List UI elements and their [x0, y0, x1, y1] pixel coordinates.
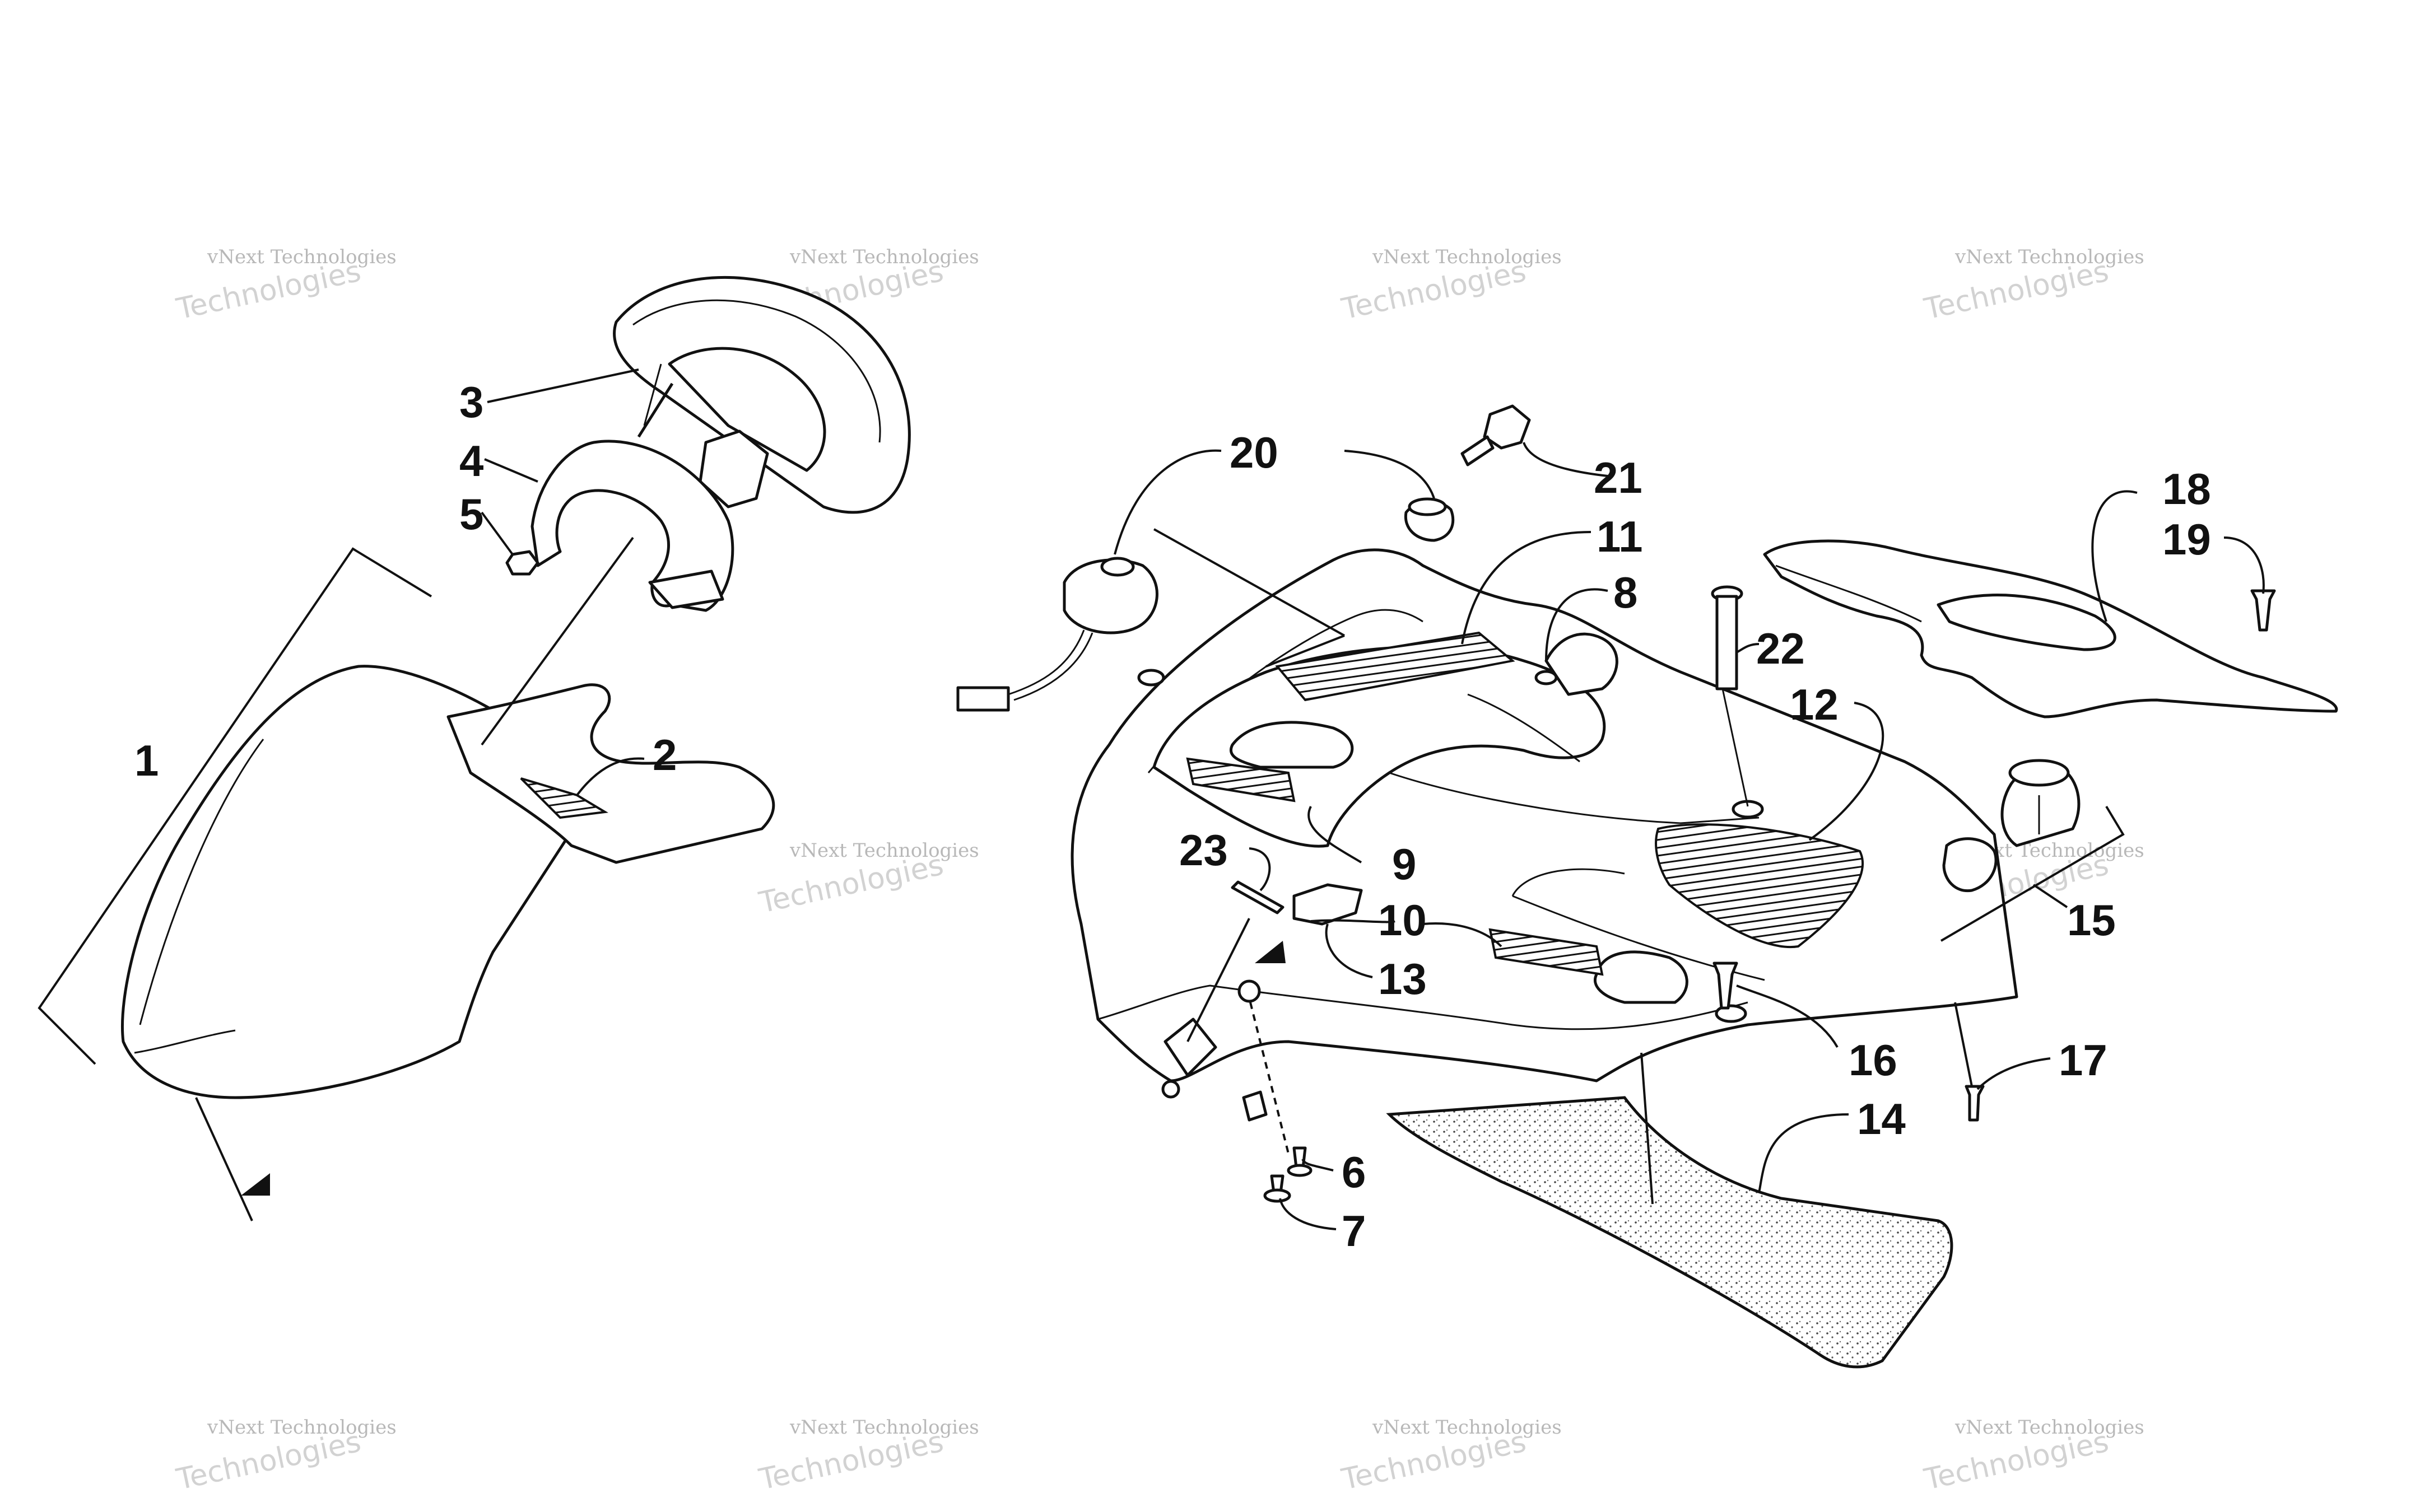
- callout-7: 7: [1342, 1206, 1366, 1256]
- leader-line: [1422, 922, 1502, 948]
- callout-22: 22: [1756, 624, 1805, 673]
- callout-10: 10: [1378, 895, 1427, 945]
- svg-text:vNext Technologies: vNext Technologies: [1372, 1416, 1562, 1439]
- callout-19: 19: [2162, 515, 2211, 564]
- screw-19: [2250, 589, 2276, 632]
- ignition-key: [1460, 404, 1531, 466]
- leader-line: [1301, 1158, 1334, 1172]
- leader-line: [1976, 1057, 2051, 1090]
- long-bolt: [1711, 585, 1749, 807]
- leader-line: [481, 536, 634, 746]
- power-socket: [1942, 759, 2081, 893]
- leader-line: [1808, 702, 1884, 841]
- leader-line: [1249, 1002, 1290, 1154]
- callout-9: 9: [1392, 839, 1416, 889]
- seat-foam: [1386, 1096, 1953, 1369]
- leader-line: [1114, 449, 1222, 555]
- watermark: vNext Technologies Technologies: [1338, 246, 1562, 326]
- leader-line: [1461, 531, 1591, 645]
- svg-text:vNext Technologies: vNext Technologies: [1954, 1416, 2144, 1439]
- leader-line: [1153, 528, 1345, 637]
- callout-2: 2: [653, 730, 677, 780]
- leader-line: [1265, 634, 1345, 668]
- watermark: vNext Technologies Technologies: [173, 1416, 397, 1497]
- callout-20: 20: [1230, 428, 1278, 477]
- svg-text:vNext Technologies: vNext Technologies: [207, 246, 397, 268]
- leader-line: [484, 458, 538, 483]
- svg-text:vNext Technologies: vNext Technologies: [789, 1416, 979, 1439]
- direction-arrow: [1255, 941, 1286, 963]
- stud: [637, 382, 674, 438]
- callout-4: 4: [459, 436, 483, 486]
- decal-11: [1275, 631, 1515, 702]
- badge: [1292, 883, 1363, 926]
- leader-line: [1640, 1052, 1654, 1205]
- leader-line: [1310, 919, 1395, 923]
- leader-line: [481, 511, 514, 556]
- watermark: vNext Technologies Technologies: [1921, 246, 2144, 326]
- leader-line: [576, 757, 645, 796]
- bolt-17: [1965, 1085, 1985, 1122]
- gauge-housing: [613, 276, 911, 514]
- leader-line: [1307, 806, 1362, 864]
- decal-9: [1186, 757, 1296, 802]
- leader-line: [1325, 923, 1373, 978]
- svg-text:vNext Technologies: vNext Technologies: [789, 246, 979, 268]
- watermark: vNext Technologies Technologies: [1921, 1416, 2144, 1497]
- svg-text:vNext Technologies: vNext Technologies: [789, 839, 979, 862]
- leader-line: [2032, 884, 2068, 908]
- leader-line: [1758, 1113, 1849, 1193]
- leader-line: [1344, 450, 1435, 499]
- watermark: vNext Technologies Technologies: [756, 839, 979, 920]
- watermark: vNext Technologies Technologies: [173, 246, 397, 326]
- callout-3: 3: [459, 377, 483, 427]
- leader-line: [1279, 1198, 1337, 1230]
- callout-17: 17: [2059, 1035, 2107, 1085]
- bracket-part-1: [38, 547, 432, 1065]
- leader-line: [487, 368, 639, 403]
- callout-21: 21: [1594, 453, 1642, 502]
- gauge-bracket: [530, 440, 734, 612]
- callout-14: 14: [1857, 1094, 1906, 1144]
- cowl: [446, 683, 775, 864]
- callout-16: 16: [1849, 1035, 1897, 1085]
- leader-line: [1954, 1002, 1973, 1087]
- callout-5: 5: [459, 489, 483, 539]
- watermark: vNext Technologies Technologies: [756, 1416, 979, 1497]
- svg-text:vNext Technologies: vNext Technologies: [1954, 246, 2144, 268]
- rear-trim: [1763, 539, 2338, 718]
- svg-text:vNext Technologies: vNext Technologies: [207, 1416, 397, 1439]
- watermark: vNext Technologies Technologies: [1338, 1416, 1562, 1497]
- callout-11: 11: [1597, 512, 1642, 561]
- nut: [505, 550, 539, 576]
- callout-18: 18: [2162, 464, 2211, 514]
- leader-line: [1736, 643, 1760, 654]
- decal-10: [1488, 928, 1604, 976]
- svg-text:vNext Technologies: vNext Technologies: [1372, 246, 1562, 268]
- leader-line: [195, 1097, 253, 1221]
- leader-line: [2223, 536, 2265, 594]
- leader-line: [1545, 588, 1608, 661]
- hood-body: [1071, 548, 2018, 1122]
- leader-line: [2091, 490, 2138, 622]
- leader-line: [1736, 984, 1839, 1048]
- wiring-harness: [956, 557, 1158, 712]
- small-bolt: [1712, 962, 1738, 1010]
- callout-1: 1: [134, 736, 159, 785]
- decal-12: [1655, 823, 1864, 949]
- callout-12: 12: [1790, 680, 1839, 729]
- callout-15: 15: [2067, 895, 2116, 945]
- callout-23: 23: [1179, 825, 1228, 875]
- strip: [1231, 880, 1285, 914]
- callout-6: 6: [1342, 1147, 1366, 1197]
- direction-arrow: [241, 1173, 270, 1196]
- callout-13: 13: [1378, 954, 1427, 1004]
- leader-line: [1186, 918, 1250, 1042]
- leader-line: [1249, 847, 1271, 892]
- leader-line: [1523, 442, 1608, 477]
- bracket-part-15: [1940, 805, 2125, 942]
- callout-8: 8: [1613, 568, 1637, 617]
